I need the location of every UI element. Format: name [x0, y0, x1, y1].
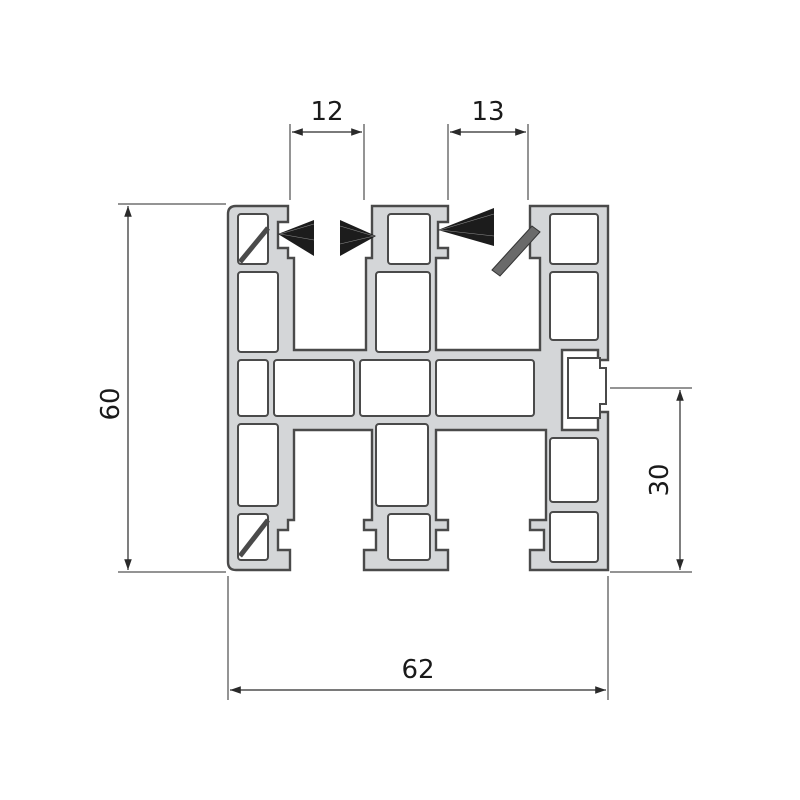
brush-seals: [278, 208, 495, 256]
chamber-left-upper: [237, 271, 279, 353]
chamber-mid-lower: [375, 423, 429, 507]
chamber-right-bottom: [549, 511, 599, 563]
gasket: [491, 225, 541, 277]
brush-seal-2: [340, 220, 376, 256]
dimensions: 12 13 60 30 62: [96, 97, 692, 700]
chamber-center-3: [435, 359, 535, 417]
dim-label-30: 30: [645, 463, 675, 496]
dim-label-60: 60: [96, 387, 126, 420]
dim-label-13: 13: [471, 97, 504, 127]
chamber-right-top: [549, 213, 599, 265]
ribs: [238, 226, 270, 558]
brush-seal-3: [438, 208, 494, 246]
dim-label-62: 62: [401, 655, 434, 685]
gasket-strip: [491, 225, 541, 277]
chambers: [237, 213, 607, 563]
chamber-right-upper: [549, 271, 599, 341]
chamber-left-mid: [237, 359, 269, 417]
chamber-center-2: [359, 359, 431, 417]
right-groove: [567, 357, 607, 419]
chamber-right-lower: [549, 437, 599, 503]
chamber-mid-bottom: [387, 513, 431, 561]
chamber-mid-top: [387, 213, 431, 265]
chamber-left-lower: [237, 423, 279, 507]
brush-seal-1: [278, 220, 314, 256]
chamber-center-1: [273, 359, 355, 417]
chamber-mid-upper: [375, 271, 431, 353]
dim-label-12: 12: [310, 97, 343, 127]
